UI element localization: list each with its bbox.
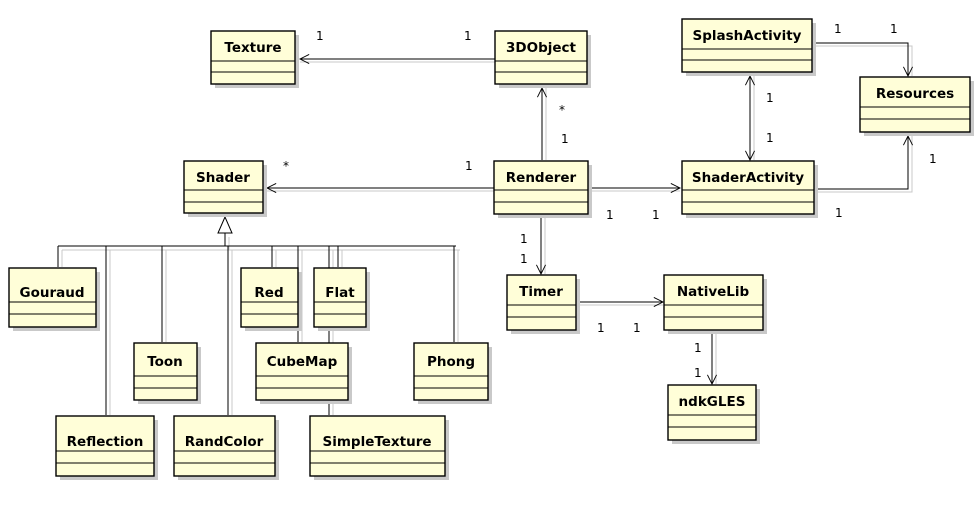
class-name: Texture: [224, 40, 281, 56]
class-cubemap[interactable]: CubeMap: [255, 342, 352, 404]
class-shader[interactable]: Shader: [183, 160, 267, 217]
association-edges: [267, 42, 912, 384]
class-native-lib[interactable]: NativeLib: [663, 274, 767, 334]
edge-renderer-to-shader-activity: [592, 188, 680, 191]
edge-splash-to-resources: [816, 42, 912, 76]
class-simple-texture[interactable]: SimpleTexture: [309, 415, 449, 480]
multiplicity-label: 1: [890, 22, 898, 36]
class-rand-color[interactable]: RandColor: [173, 415, 279, 480]
class-3dobject[interactable]: 3DObject: [494, 30, 591, 88]
multiplicity-label: 1: [606, 208, 614, 222]
multiplicity-label: 1: [929, 152, 937, 166]
class-shader-activity[interactable]: ShaderActivity: [681, 160, 818, 218]
class-name: Red: [254, 285, 283, 301]
class-reflection[interactable]: Reflection: [55, 415, 158, 480]
class-name: Shader: [196, 170, 250, 186]
edge-renderer-to-timer: [541, 218, 545, 274]
edge-shader-activity-to-resources: [818, 136, 912, 193]
edge-renderer-to-object3d: [542, 88, 546, 160]
multiplicity-label: 1: [465, 159, 473, 173]
multiplicity-label: 1: [652, 208, 660, 222]
edge-renderer-to-shader: [267, 188, 494, 191]
multiplicity-label: 1: [694, 341, 702, 355]
class-name: ShaderActivity: [692, 170, 804, 186]
class-renderer[interactable]: Renderer: [493, 160, 592, 218]
multiplicity-label: 1: [694, 366, 702, 380]
class-name: Gouraud: [19, 285, 84, 301]
multiplicity-label: 1: [561, 132, 569, 146]
class-phong[interactable]: Phong: [413, 342, 492, 404]
class-timer[interactable]: Timer: [506, 274, 580, 334]
class-name: Toon: [147, 354, 183, 370]
class-name: Resources: [876, 86, 954, 102]
multiplicity-label: 1: [835, 206, 843, 220]
edge-native-lib-to-ndk-gles: [712, 330, 716, 384]
class-splash-activity[interactable]: SplashActivity: [681, 18, 816, 76]
edge-splash-shader-activity: [750, 76, 754, 160]
class-ndk-gles[interactable]: ndkGLES: [667, 384, 760, 444]
class-flat[interactable]: Flat: [313, 267, 370, 331]
multiplicity-label: 1: [316, 29, 324, 43]
class-red[interactable]: Red: [240, 267, 302, 331]
multiplicity-label: 1: [464, 29, 472, 43]
multiplicity-label: 1: [520, 252, 528, 266]
class-name: RandColor: [185, 434, 264, 450]
class-name: Renderer: [506, 170, 577, 186]
class-toon[interactable]: Toon: [133, 342, 201, 404]
class-texture[interactable]: Texture: [210, 30, 299, 88]
multiplicity-label: 1: [597, 321, 605, 335]
class-name: CubeMap: [267, 354, 338, 370]
class-name: Flat: [325, 285, 355, 301]
class-name: Phong: [427, 354, 475, 370]
class-name: SplashActivity: [693, 28, 802, 44]
class-gouraud[interactable]: Gouraud: [8, 267, 100, 331]
multiplicity-label: 1: [766, 91, 774, 105]
multiplicity-label: *: [283, 159, 289, 173]
class-name: 3DObject: [506, 40, 577, 56]
class-name: ndkGLES: [679, 394, 746, 410]
class-name: SimpleTexture: [322, 434, 431, 450]
class-name: Timer: [519, 284, 563, 300]
multiplicity-label: 1: [834, 22, 842, 36]
edge-object3d-to-texture: [300, 59, 495, 62]
class-resources[interactable]: Resources: [859, 76, 974, 136]
multiplicity-label: 1: [766, 131, 774, 145]
inheritance-triangle: [217, 215, 233, 234]
edge-timer-to-native-lib: [580, 302, 663, 305]
class-name: Reflection: [67, 434, 144, 450]
multiplicity-label: 1: [633, 321, 641, 335]
class-name: NativeLib: [677, 284, 750, 300]
multiplicity-label: *: [559, 103, 565, 117]
multiplicity-label: 1: [520, 232, 528, 246]
multiplicity-labels: 1 1 * 1 * 1 1 1 1 1 1 1 1 1 1 1 1 1 1 1: [283, 22, 937, 380]
